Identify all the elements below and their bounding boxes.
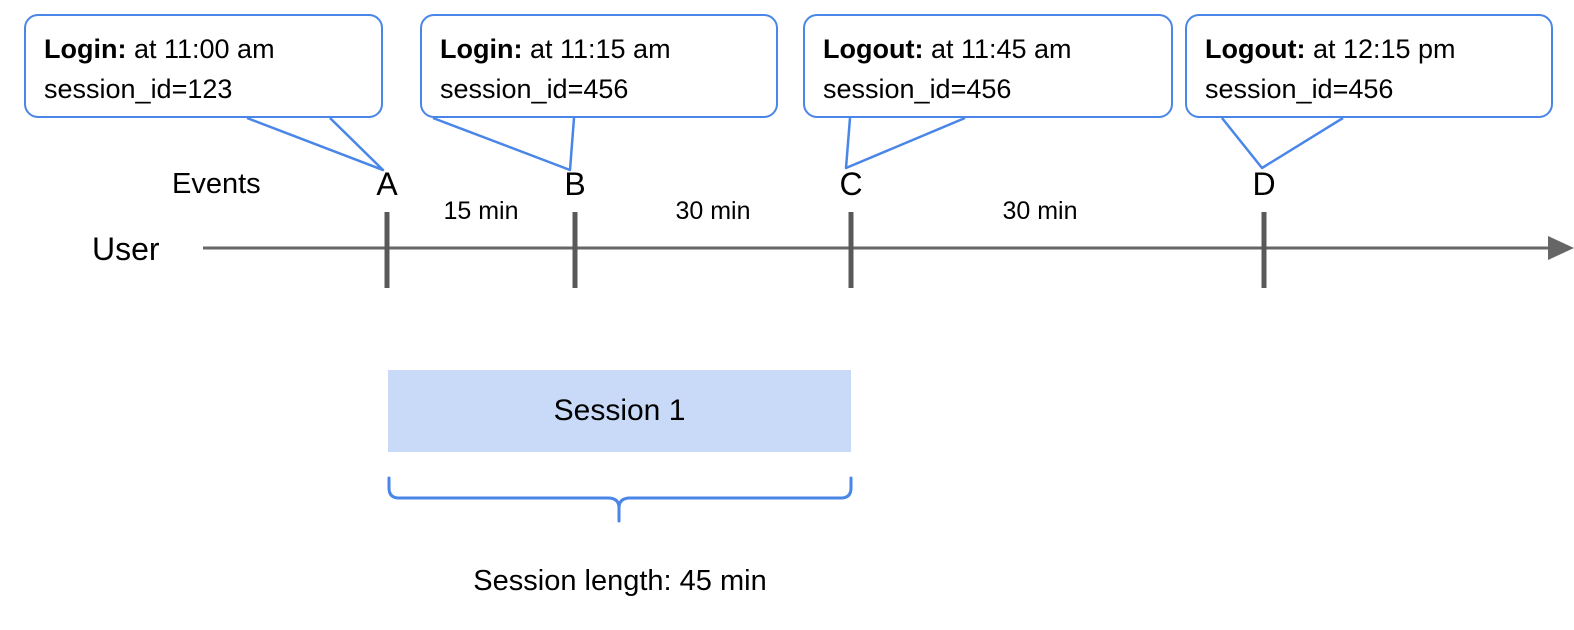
callout-b-lead: Login:: [440, 34, 523, 64]
callout-c-detail: at 11:45 am: [923, 34, 1072, 64]
callout-a-lead: Login:: [44, 34, 127, 64]
session-length-caption: Session length: 45 min: [473, 565, 767, 597]
callout-tail-b: [432, 116, 576, 172]
callout-bubble-c: Logout: at 11:45 am session_id=456: [803, 14, 1173, 118]
callout-d-line2: session_id=456: [1205, 74, 1394, 104]
event-letter-c: C: [839, 166, 863, 202]
callout-d-detail: at 12:15 pm: [1305, 34, 1456, 64]
callout-bubble-d: Logout: at 12:15 pm session_id=456: [1185, 14, 1553, 118]
event-letter-a: A: [376, 166, 398, 202]
event-letter-b: B: [564, 166, 586, 202]
callout-b-line2: session_id=456: [440, 74, 629, 104]
callout-b-detail: at 11:15 am: [522, 34, 671, 64]
callout-c-line2: session_id=456: [823, 74, 1012, 104]
session-brace: [387, 476, 853, 523]
events-row-label: Events: [172, 168, 261, 200]
session-bar: Session 1: [388, 370, 851, 452]
callout-c-lead: Logout:: [823, 34, 924, 64]
callout-bubble-b: Login: at 11:15 am session_id=456: [420, 14, 778, 118]
interval-label-b-c: 30 min: [675, 197, 751, 225]
interval-label-a-b: 15 min: [443, 197, 519, 225]
callout-bubble-a: Login: at 11:00 am session_id=123: [24, 14, 383, 118]
callout-b-line1: Login: at 11:15 am: [440, 34, 671, 64]
timeline-arrowhead: [1548, 236, 1574, 260]
user-row-label: User: [92, 231, 160, 267]
callout-a-line1: Login: at 11:00 am: [44, 34, 275, 64]
interval-label-c-d: 30 min: [1002, 197, 1078, 225]
callout-d-line1: Logout: at 12:15 pm: [1205, 34, 1456, 64]
callout-a-detail: at 11:00 am: [126, 34, 275, 64]
session-bar-label: Session 1: [553, 394, 686, 427]
callout-tail-a: [246, 116, 385, 172]
callout-a-line2: session_id=123: [44, 74, 233, 104]
event-letter-d: D: [1252, 166, 1276, 202]
callout-c-line1: Logout: at 11:45 am: [823, 34, 1072, 64]
callout-d-lead: Logout:: [1205, 34, 1306, 64]
callout-tail-d: [1221, 116, 1344, 170]
callout-tail-c: [844, 116, 966, 170]
